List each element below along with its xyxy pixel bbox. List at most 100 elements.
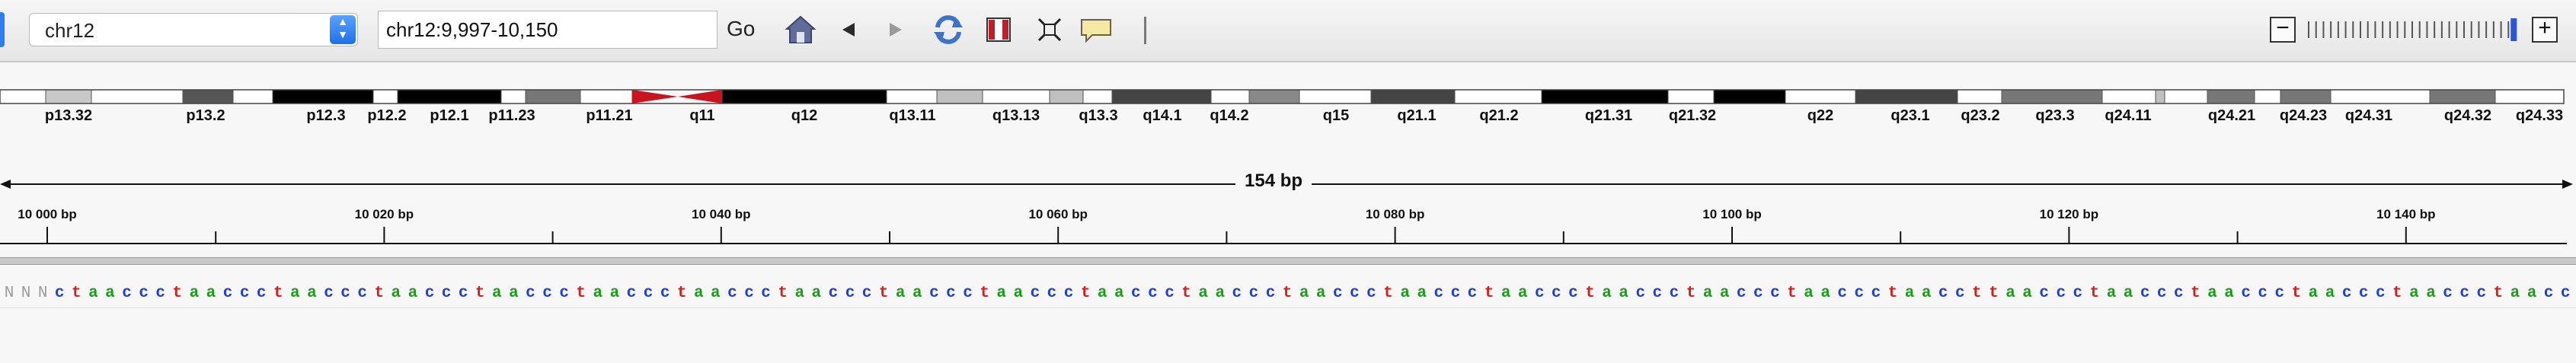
- zoom-tick[interactable]: [2352, 21, 2354, 38]
- cytoband-label: q11: [689, 107, 714, 124]
- cytoband[interactable]: [372, 89, 398, 104]
- popup-info-icon[interactable]: [1079, 12, 1114, 47]
- zoom-tick[interactable]: [2448, 21, 2450, 38]
- back-icon[interactable]: [838, 12, 861, 47]
- cytoband[interactable]: [182, 89, 234, 104]
- sequence-base: c: [929, 285, 939, 302]
- cytoband-label: q13.11: [889, 107, 935, 124]
- home-icon[interactable]: [783, 12, 818, 47]
- cytoband[interactable]: [1370, 89, 1456, 104]
- cytoband[interactable]: [2495, 89, 2565, 104]
- zoom-tick[interactable]: [2434, 21, 2436, 38]
- cytoband[interactable]: [2001, 89, 2103, 104]
- cytoband[interactable]: [2280, 89, 2332, 104]
- panel-divider[interactable]: [0, 257, 2576, 265]
- sequence-base: c: [1433, 285, 1443, 302]
- cytoband[interactable]: [936, 89, 983, 104]
- cytoband[interactable]: [1785, 89, 1856, 104]
- cytoband[interactable]: [397, 89, 502, 104]
- sequence-base: a: [206, 285, 216, 302]
- zoom-tick[interactable]: [2367, 21, 2369, 38]
- cytoband[interactable]: [1541, 89, 1669, 104]
- zoom-tick[interactable]: [2507, 21, 2510, 38]
- cytoband[interactable]: [580, 89, 633, 104]
- cytoband[interactable]: [1667, 89, 1715, 104]
- cytoband[interactable]: [1713, 89, 1786, 104]
- cytoband[interactable]: [1248, 89, 1300, 104]
- sequence-base: c: [862, 285, 872, 302]
- sequence-base: a: [812, 285, 822, 302]
- zoom-tick[interactable]: [2396, 21, 2399, 38]
- zoom-tick[interactable]: [2344, 21, 2347, 38]
- cytoband[interactable]: [1454, 89, 1542, 104]
- centromere-p[interactable]: [632, 90, 678, 103]
- cytoband[interactable]: [886, 89, 938, 104]
- zoom-tick[interactable]: [2478, 21, 2480, 38]
- zoom-tick[interactable]: [2470, 21, 2472, 38]
- zoom-tick[interactable]: [2315, 21, 2317, 38]
- cytoband[interactable]: [2330, 89, 2431, 104]
- zoom-in-button[interactable]: +: [2532, 17, 2558, 43]
- zoom-tick[interactable]: [2308, 21, 2309, 38]
- zoom-tick[interactable]: [2337, 21, 2339, 38]
- cytoband[interactable]: [2207, 89, 2255, 104]
- cytoband[interactable]: [1082, 89, 1113, 104]
- cytoband[interactable]: [721, 89, 887, 104]
- zoom-tick[interactable]: [2382, 21, 2384, 38]
- zoom-tick[interactable]: [2411, 21, 2413, 38]
- cytoband[interactable]: [0, 89, 46, 104]
- roi-icon[interactable]: [984, 12, 1013, 47]
- chromosome-dropdown[interactable]: chr12 ▲▼: [29, 13, 358, 46]
- cytoband[interactable]: [982, 89, 1050, 104]
- zoom-tick[interactable]: [2500, 21, 2502, 38]
- zoom-tick[interactable]: [2485, 21, 2488, 38]
- zoom-tick[interactable]: [2492, 21, 2495, 38]
- cytoband[interactable]: [1855, 89, 1958, 104]
- cytoband[interactable]: [232, 89, 273, 104]
- cytoband[interactable]: [2164, 89, 2208, 104]
- sequence-base: t: [879, 285, 889, 302]
- cytoband[interactable]: [45, 89, 92, 104]
- sequence-base: c: [1031, 285, 1040, 302]
- cytoband[interactable]: [91, 89, 184, 104]
- cytoband[interactable]: [1049, 89, 1084, 104]
- cytoband[interactable]: [272, 89, 374, 104]
- cytoband-label: q24.33: [2516, 107, 2563, 124]
- dropdown-arrows-icon[interactable]: ▲▼: [330, 15, 356, 44]
- cytoband[interactable]: [2101, 89, 2156, 104]
- zoom-slider[interactable]: [2303, 17, 2527, 43]
- zoom-tick[interactable]: [2360, 21, 2361, 38]
- sequence-base: c: [1350, 285, 1360, 302]
- zoom-tick[interactable]: [2374, 21, 2376, 38]
- cytoband[interactable]: [500, 89, 526, 104]
- go-button[interactable]: Go: [727, 17, 756, 40]
- cytoband[interactable]: [2429, 89, 2496, 104]
- centromere-q[interactable]: [678, 90, 722, 103]
- cytoband[interactable]: [2254, 89, 2281, 104]
- sequence-base: a: [711, 285, 721, 302]
- zoom-out-button[interactable]: −: [2270, 17, 2296, 43]
- sequence-base: a: [2124, 285, 2133, 302]
- zoom-tick[interactable]: [2456, 21, 2458, 38]
- zoom-tick[interactable]: [2426, 21, 2428, 38]
- zoom-tick[interactable]: [2389, 21, 2391, 38]
- forward-icon[interactable]: [884, 12, 906, 47]
- zoom-tick[interactable]: [2463, 21, 2465, 38]
- zoom-tick[interactable]: [2322, 21, 2325, 38]
- zoom-tick[interactable]: [2440, 21, 2443, 38]
- zoom-knob[interactable]: [2510, 18, 2517, 41]
- cytoband[interactable]: [1210, 89, 1250, 104]
- locus-input[interactable]: [378, 11, 718, 49]
- cytoband[interactable]: [2155, 89, 2165, 104]
- cytoband[interactable]: [1111, 89, 1212, 104]
- zoom-tick[interactable]: [2418, 21, 2421, 38]
- zoom-tick[interactable]: [2404, 21, 2406, 38]
- cytoband[interactable]: [525, 89, 581, 104]
- sequence-base: a: [912, 285, 922, 302]
- cytoband[interactable]: [1957, 89, 2002, 104]
- cytoband[interactable]: [1299, 89, 1372, 104]
- refresh-icon[interactable]: [931, 12, 966, 47]
- fit-window-icon[interactable]: [1034, 12, 1065, 47]
- zoom-tick[interactable]: [2330, 21, 2332, 38]
